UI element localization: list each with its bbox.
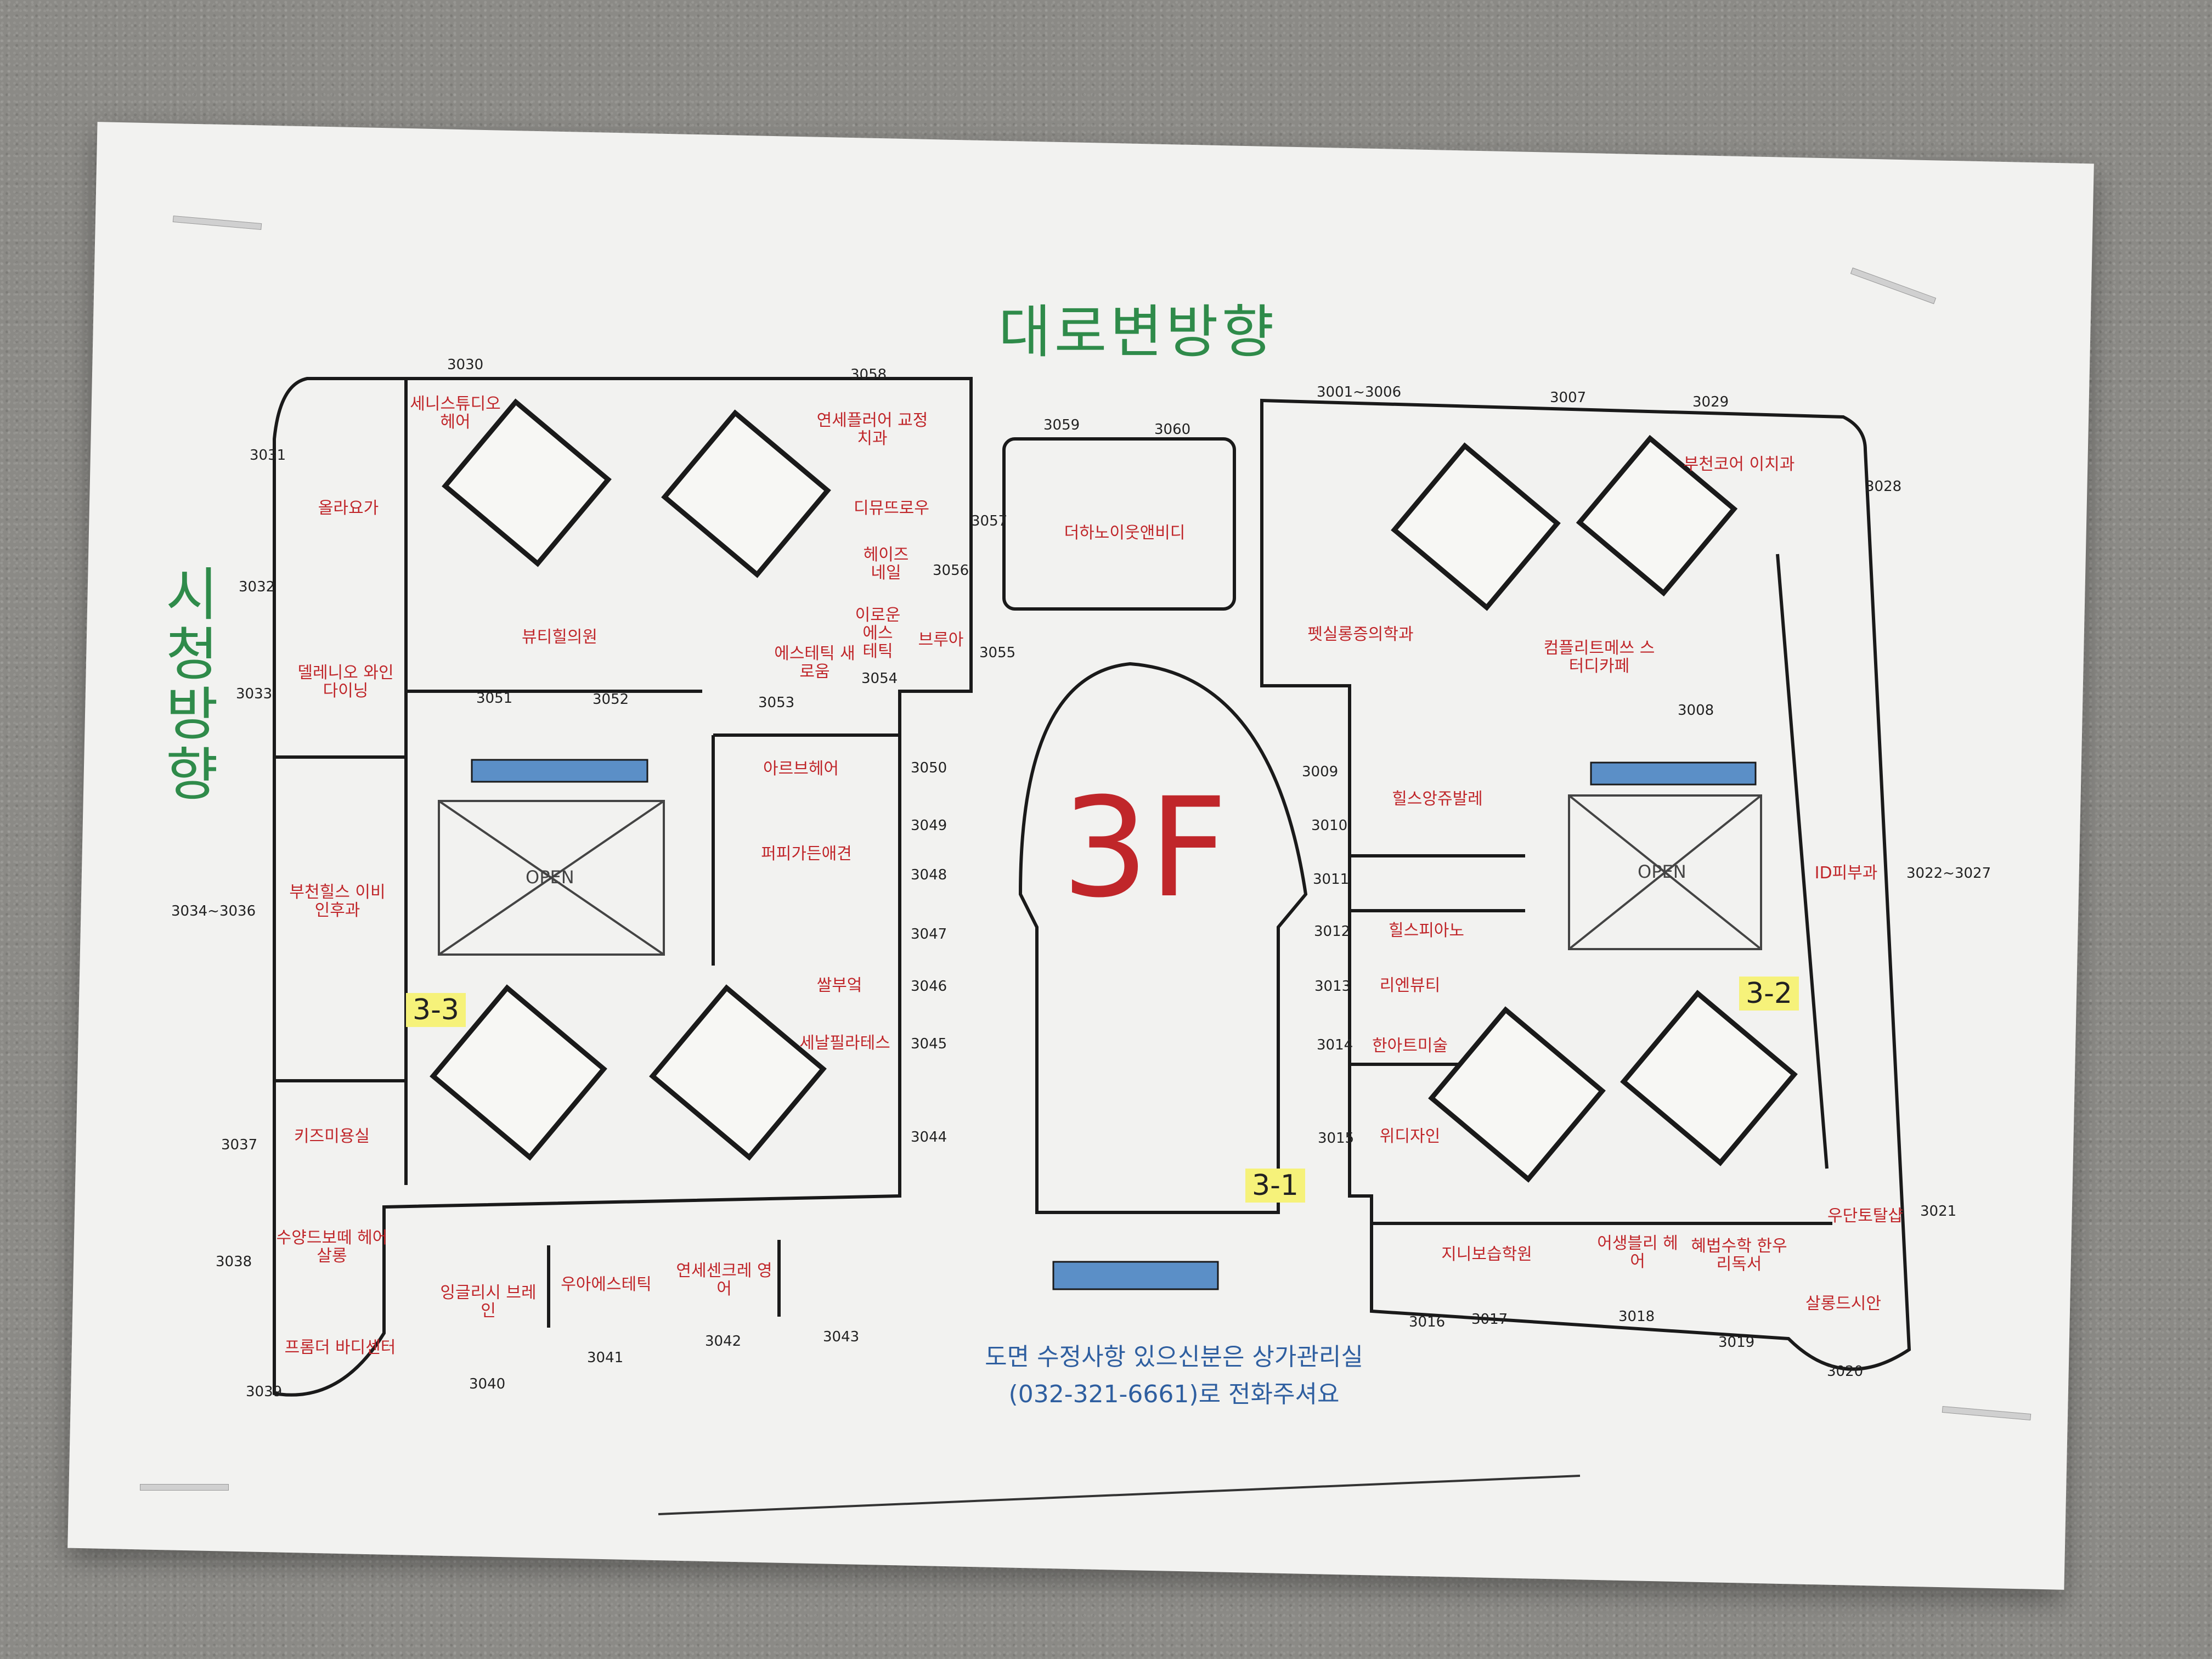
shop-label: 키즈미용실 — [294, 1127, 370, 1146]
notice-line-1: 도면 수정사항 있으신분은 상가관리실 — [985, 1343, 1363, 1371]
unit-number: 3039 — [246, 1384, 283, 1400]
elevator-tag-3-3: 3-3 — [406, 993, 466, 1028]
unit-number: 3049 — [911, 817, 947, 834]
direction-left-label: 시청방향 — [166, 561, 218, 808]
unit-number: 3044 — [911, 1129, 947, 1146]
unit-number: 3007 — [1550, 390, 1587, 406]
shop-label: 세날필라테스 — [799, 1034, 890, 1053]
unit-number: 3015 — [1318, 1130, 1355, 1147]
shop-label: 연세센크레 영어 — [676, 1261, 772, 1299]
unit-number: 3060 — [1154, 421, 1191, 438]
shop-label: 뷰티힐의원 — [522, 628, 597, 647]
shop-label: 브루아 — [918, 630, 964, 650]
shop-label: 혜법수학 한우리독서 — [1691, 1237, 1787, 1274]
unit-number: 3011 — [1313, 871, 1350, 888]
shop-label: 헤이즈 네일 — [863, 545, 909, 583]
unit-number: 3020 — [1827, 1363, 1864, 1380]
shop-label: 우단토탈샵 — [1827, 1206, 1903, 1226]
unit-number: 3031 — [250, 447, 286, 464]
unit-number: 3017 — [1471, 1311, 1508, 1328]
unit-number: 3028 — [1865, 478, 1902, 495]
shop-label: 부천코어 이치과 — [1683, 455, 1795, 474]
shop-label: 에스테틱 새로움 — [774, 644, 855, 681]
shop-label: 이로운 에스 테틱 — [855, 606, 901, 661]
shop-label: 세니스튜디오 헤어 — [410, 394, 501, 432]
shop-label: 컴플리트메쓰 스터디카페 — [1543, 639, 1655, 676]
unit-number: 3012 — [1314, 923, 1351, 940]
shop-label: 위디자인 — [1379, 1127, 1441, 1146]
shop-label: 잉글리시 브레인 — [440, 1283, 537, 1321]
unit-number: 3048 — [911, 867, 947, 883]
unit-number: 3045 — [911, 1036, 947, 1052]
open-void-label: OPEN — [526, 867, 574, 888]
shop-label: 아르브헤어 — [763, 759, 839, 778]
unit-number: 3034~3036 — [171, 903, 256, 919]
shop-label: 더하노이웃앤비디 — [1064, 523, 1186, 543]
shop-label: 프롬더 바디센터 — [284, 1338, 396, 1357]
unit-number: 3054 — [861, 670, 898, 687]
unit-number: 3013 — [1314, 978, 1351, 995]
shop-label: 올라요가 — [318, 499, 379, 518]
unit-number: 3029 — [1692, 394, 1729, 410]
unit-number: 3055 — [979, 645, 1016, 661]
unit-number: 3022~3027 — [1906, 865, 1991, 882]
unit-number: 3019 — [1718, 1334, 1755, 1351]
unit-number: 3047 — [911, 926, 947, 943]
shop-label: 어생블리 헤어 — [1597, 1234, 1678, 1271]
floor-label: 3F — [1062, 768, 1228, 928]
shop-label: ID피부과 — [1814, 864, 1878, 883]
shop-label: 퍼피가든애견 — [761, 844, 852, 864]
unit-number: 3009 — [1302, 764, 1339, 780]
shop-label: 연세플러어 교정치과 — [816, 411, 928, 448]
unit-number: 3033 — [236, 686, 273, 702]
shop-label: 펫실롱증의학과 — [1307, 625, 1414, 644]
direction-top-label: 대로변방향 — [998, 298, 1278, 365]
shop-label: 디뮤뜨로우 — [854, 499, 929, 518]
unit-number: 3014 — [1317, 1037, 1353, 1053]
shop-label: 우아에스테틱 — [561, 1275, 652, 1294]
shop-label: 리엔뷰티 — [1379, 976, 1441, 995]
unit-number: 3001~3006 — [1317, 384, 1402, 400]
unit-number: 3008 — [1678, 702, 1714, 719]
unit-number: 3032 — [239, 579, 275, 595]
notice-line-2: (032-321-6661)로 전화주셔요 — [1008, 1380, 1340, 1409]
unit-number: 3053 — [758, 695, 795, 711]
unit-number: 3057 — [971, 513, 1008, 529]
staple — [140, 1484, 229, 1491]
unit-number: 3030 — [447, 357, 484, 373]
shop-label: 부천힐스 이비인후과 — [289, 883, 386, 920]
shop-label: 쌀부엌 — [816, 976, 862, 995]
shop-label: 한아트미술 — [1372, 1036, 1448, 1056]
elevator-tag-3-1: 3-1 — [1245, 1169, 1305, 1203]
unit-number: 3059 — [1043, 417, 1080, 433]
shop-label: 수양드보떼 헤어살롱 — [276, 1228, 388, 1266]
shop-label: 힐스피아노 — [1389, 921, 1464, 940]
shop-label: 힐스앙쥬발레 — [1392, 789, 1483, 809]
shop-label: 지니보습학원 — [1441, 1245, 1532, 1264]
unit-number: 3018 — [1618, 1308, 1655, 1325]
open-void-label: OPEN — [1638, 861, 1686, 882]
elevator-tag-3-2: 3-2 — [1739, 977, 1799, 1011]
unit-number: 3041 — [587, 1350, 624, 1366]
shop-label: 델레니오 와인다이닝 — [297, 663, 394, 701]
unit-number: 3042 — [705, 1333, 742, 1350]
unit-number: 3040 — [469, 1376, 506, 1392]
unit-number: 3050 — [911, 760, 947, 776]
unit-number: 3038 — [216, 1254, 252, 1270]
shop-label: 살롱드시안 — [1805, 1294, 1881, 1313]
management-notice: 도면 수정사항 있으신분은 상가관리실 (032-321-6661)로 전화주셔… — [933, 1339, 1415, 1413]
unit-number: 3021 — [1920, 1203, 1957, 1220]
unit-number: 3016 — [1409, 1314, 1446, 1330]
unit-number: 3056 — [933, 562, 969, 579]
unit-number: 3051 — [476, 690, 513, 707]
unit-number: 3043 — [823, 1329, 860, 1345]
unit-number: 3037 — [221, 1137, 258, 1153]
unit-number: 3058 — [850, 366, 887, 383]
unit-number: 3010 — [1311, 817, 1348, 834]
unit-number: 3046 — [911, 978, 947, 995]
unit-number: 3052 — [592, 691, 629, 708]
